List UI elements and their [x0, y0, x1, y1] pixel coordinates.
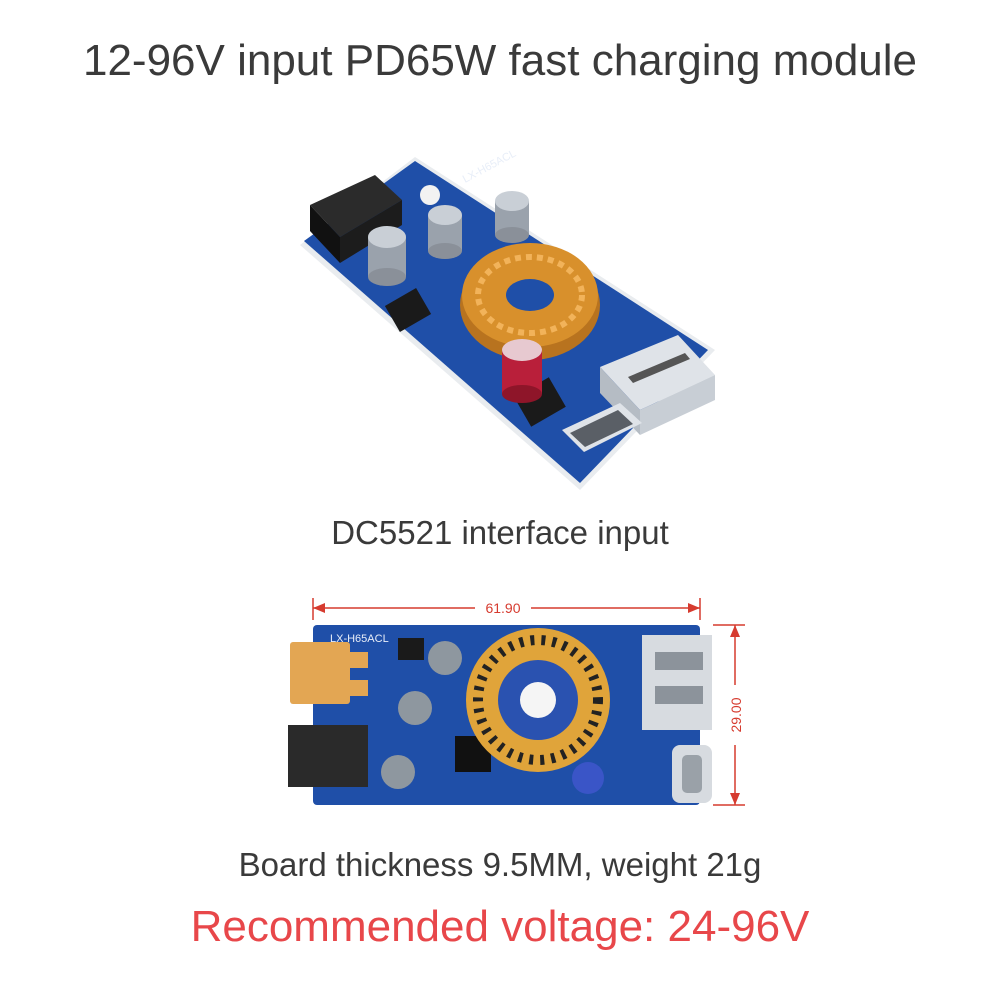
usb-c-port	[562, 403, 642, 452]
photo-caption: DC5521 interface input	[331, 514, 669, 551]
output-capacitor	[502, 339, 542, 403]
ic-chip	[384, 288, 432, 332]
diagram-caption: Board thickness 9.5MM, weight 21g	[238, 846, 762, 883]
input-capacitor	[428, 205, 462, 259]
ic-chip	[398, 638, 424, 660]
height-value: 29.00	[728, 697, 744, 732]
module-photo: LX-H65ACL	[300, 147, 715, 490]
height-dimension: 29.00	[713, 624, 745, 806]
width-value: 61.90	[485, 600, 520, 616]
input-capacitor	[495, 191, 529, 243]
input-capacitor	[398, 691, 432, 725]
output-capacitor	[572, 762, 604, 794]
toroid-inductor	[466, 628, 610, 772]
input-capacitor	[381, 755, 415, 789]
dimension-diagram: 61.90 29.00 LX-H65ACL	[288, 598, 745, 806]
usb-c-port	[672, 745, 712, 803]
page-title: 12-96V input PD65W fast charging module	[82, 36, 918, 85]
xt-connector	[290, 642, 368, 704]
recommended-voltage: Recommended voltage: 24-96V	[190, 902, 810, 951]
mounting-hole	[420, 185, 440, 205]
width-dimension: 61.90	[312, 598, 701, 620]
board-label: LX-H65ACL	[461, 147, 518, 185]
dc-barrel-jack	[288, 725, 368, 787]
usb-a-port	[642, 635, 712, 730]
ic-chip	[514, 377, 566, 427]
toroid-inductor	[460, 243, 600, 360]
input-capacitor	[368, 226, 406, 286]
input-capacitor	[428, 641, 462, 675]
